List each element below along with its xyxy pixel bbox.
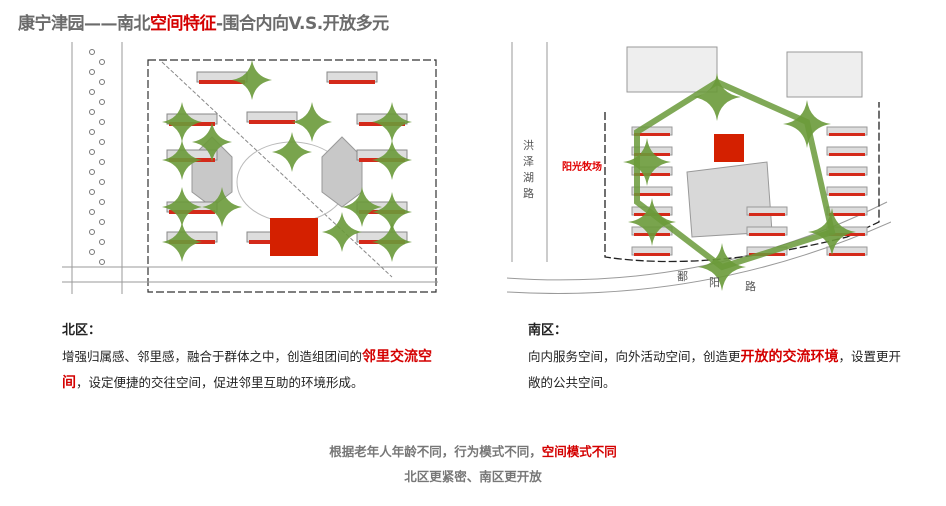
green-interaction-zone	[628, 198, 676, 246]
tree-symbol	[99, 79, 105, 85]
tree-symbol	[99, 179, 105, 185]
communal-space-square	[270, 218, 318, 256]
red-facade	[829, 133, 865, 136]
red-facade	[249, 120, 295, 124]
road-label-west: 洪泽湖路	[523, 139, 534, 200]
south-site-plan: 洪泽湖路 阳光牧场 鄱 阳 路	[506, 42, 892, 294]
green-interaction-zone	[322, 212, 362, 252]
central-building	[321, 136, 363, 208]
road-curve	[506, 221, 892, 294]
place-label: 阳光牧场	[562, 162, 602, 173]
north-site-plan	[62, 42, 438, 294]
conclusion-line2: 北区更紧密、南区更开放	[404, 469, 542, 484]
conclusion-highlight: 空间模式不同	[541, 444, 617, 459]
green-interaction-zone	[698, 243, 746, 291]
road-label-south-1: 鄱	[677, 270, 688, 283]
tree-symbol	[89, 129, 95, 135]
tree-symbol	[99, 259, 105, 265]
south-text2: ，设置更开敞的公共空间。	[528, 349, 902, 390]
tree-symbol	[99, 59, 105, 65]
red-facade	[634, 253, 670, 256]
tree-symbol	[89, 49, 95, 55]
road-label-south-2: 阳	[709, 276, 720, 289]
red-facade	[199, 80, 245, 84]
green-interaction-zone	[192, 122, 232, 162]
red-facade	[829, 153, 865, 156]
title-part2: -围合内向V.S.开放多元	[216, 14, 389, 34]
tree-symbol	[99, 119, 105, 125]
tree-symbol	[99, 139, 105, 145]
north-body: 增强归属感、邻里感，融合于群体之中，创造组团间的邻里交流空间，设定便捷的交往空间…	[62, 344, 442, 396]
green-interaction-zone	[783, 100, 831, 148]
conclusion-text: 根据老年人年龄不同，行为模式不同，	[329, 444, 542, 459]
page-title: 康宁津园——南北空间特征-围合内向V.S.开放多元	[18, 9, 389, 34]
tree-symbol	[99, 239, 105, 245]
north-text1: 增强归属感、邻里感，融合于群体之中，创造组团间的	[62, 349, 363, 364]
green-interaction-zone	[372, 222, 412, 262]
red-facade	[169, 210, 215, 214]
south-plan-drawing	[506, 42, 892, 294]
green-interaction-zone	[693, 73, 741, 121]
south-description: 南区： 向内服务空间，向外活动空间，创造更开放的交流环境，设置更开敞的公共空间。	[528, 318, 908, 396]
red-facade	[829, 193, 865, 196]
north-heading: 北区：	[62, 323, 102, 338]
tree-symbol	[89, 69, 95, 75]
tree-symbol	[89, 189, 95, 195]
tree-symbol	[89, 209, 95, 215]
tree-symbol	[99, 219, 105, 225]
green-interaction-zone	[623, 138, 671, 186]
red-facade	[829, 173, 865, 176]
tree-symbol	[89, 109, 95, 115]
conclusion-line1: 根据老年人年龄不同，行为模式不同，空间模式不同	[0, 441, 946, 460]
tree-symbol	[89, 169, 95, 175]
tree-symbol	[89, 149, 95, 155]
green-interaction-zone	[342, 187, 382, 227]
north-building	[786, 51, 863, 98]
red-facade	[749, 233, 785, 236]
tree-symbol	[89, 229, 95, 235]
green-interaction-zone	[162, 187, 202, 227]
green-interaction-zone	[162, 102, 202, 142]
south-heading: 南区：	[528, 323, 568, 338]
green-interaction-zone	[232, 60, 272, 100]
green-interaction-zone	[372, 102, 412, 142]
green-interaction-zone	[292, 102, 332, 142]
green-interaction-zone	[272, 132, 312, 172]
title-highlight: 空间特征	[150, 14, 217, 34]
diagonal-path	[161, 61, 393, 278]
tree-symbol	[89, 249, 95, 255]
south-text1: 向内服务空间，向外活动空间，创造更	[528, 349, 741, 364]
north-highlight: 邻里交流空间	[62, 349, 433, 391]
red-facade	[749, 213, 785, 216]
north-text2: ，设定便捷的交往空间，促进邻里互助的环境形成。	[76, 375, 364, 390]
red-facade	[329, 80, 375, 84]
red-facade	[634, 193, 670, 196]
south-highlight: 开放的交流环境	[740, 349, 839, 365]
green-interaction-zone	[162, 140, 202, 180]
title-part1: 康宁津园——南北	[18, 14, 151, 34]
red-facade	[634, 173, 670, 176]
north-plan-drawing	[62, 42, 438, 294]
green-interaction-zone	[808, 208, 856, 256]
red-facade	[829, 233, 865, 236]
south-body: 向内服务空间，向外活动空间，创造更开放的交流环境，设置更开敞的公共空间。	[528, 344, 908, 396]
red-facade	[829, 253, 865, 256]
green-interaction-zone	[162, 222, 202, 262]
north-description: 北区： 增强归属感、邻里感，融合于群体之中，创造组团间的邻里交流空间，设定便捷的…	[62, 318, 442, 396]
green-interaction-zone	[202, 187, 242, 227]
red-facade	[829, 213, 865, 216]
tree-symbol	[99, 199, 105, 205]
red-facade	[634, 133, 670, 136]
site-boundary	[147, 59, 437, 293]
tree-symbol	[99, 159, 105, 165]
central-building	[686, 161, 773, 238]
green-interaction-zone	[372, 192, 412, 232]
tree-symbol	[99, 99, 105, 105]
road-label-south-3: 路	[745, 280, 756, 293]
north-building	[626, 46, 718, 93]
communal-space-square	[714, 134, 744, 162]
tree-symbol	[89, 89, 95, 95]
green-interaction-zone	[372, 140, 412, 180]
